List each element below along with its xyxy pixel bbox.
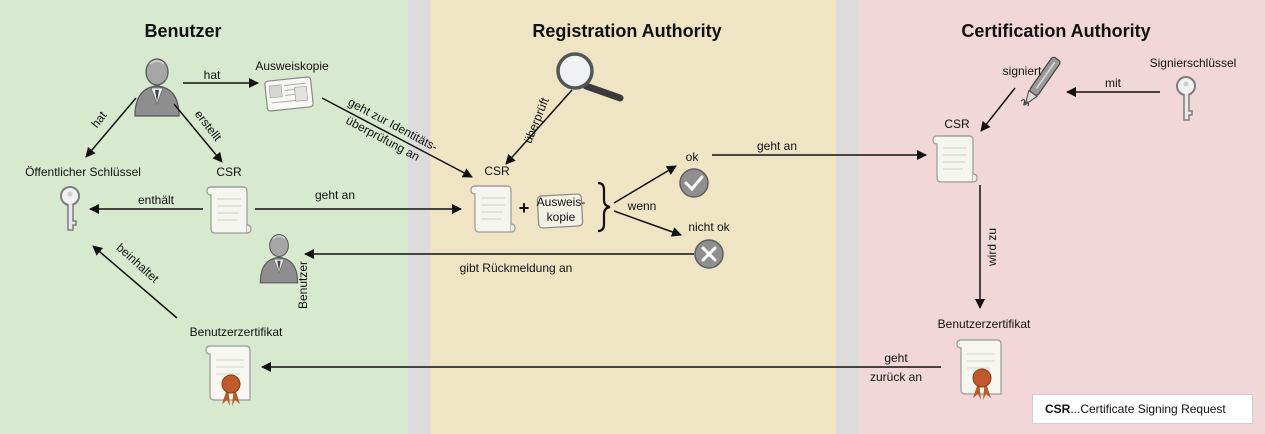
cross-circle-icon — [694, 239, 724, 269]
lane-ca — [858, 0, 1265, 434]
checkmark-circle-icon — [679, 168, 709, 198]
magnifying-glass-icon — [556, 52, 624, 102]
id-card-ra-icon — [536, 193, 584, 229]
edge-label-with: mit — [1105, 76, 1122, 90]
curly-brace — [597, 181, 611, 233]
node-public-key: Öffentlicher Schlüssel — [25, 165, 141, 179]
node-not-ok: nicht ok — [688, 220, 730, 234]
csr-ra-document-icon — [470, 185, 516, 233]
node-id-copy-ra-line1: Ausweis- — [537, 195, 586, 209]
edge-label-goes-back-line2: zurück an — [870, 370, 922, 384]
node-user-cert-ca: Benutzerzertifikat — [938, 317, 1031, 331]
id-card-icon — [264, 76, 314, 112]
csr-user-document-icon — [206, 186, 252, 234]
edge-label-sent-to-ca: geht an — [757, 139, 797, 153]
lane-title-ca: Certification Authority — [961, 21, 1150, 41]
edge-label-sent-to-ra: geht an — [315, 188, 355, 202]
edge-label-if: wenn — [627, 199, 657, 213]
node-id-copy: Ausweiskopie — [255, 59, 329, 73]
lane-separator-right — [836, 0, 858, 434]
node-csr-ca: CSR — [944, 117, 970, 131]
node-user-cert-user: Benutzerzertifikat — [190, 325, 283, 339]
legend-text: ...Certificate Signing Request — [1070, 402, 1226, 416]
certificate-seal-icon-user — [205, 345, 251, 407]
edge-label-goes-back-line1: geht — [884, 351, 908, 365]
node-id-copy-ra-line2: kopie — [547, 210, 576, 224]
lane-user — [0, 0, 408, 434]
legend-abbreviation: CSR — [1045, 402, 1071, 416]
edge-label-contains: enthält — [138, 193, 175, 207]
edge-creates — [173, 103, 223, 163]
edge-to-ok — [613, 165, 677, 204]
edge-checks — [505, 89, 573, 165]
node-csr-ra: CSR — [484, 164, 510, 178]
edge-to-not-ok — [613, 210, 682, 237]
legend-box: CSR...Certificate Signing Request — [1032, 394, 1253, 424]
edge-includes — [92, 245, 178, 319]
node-signing-key: Signierschlüssel — [1150, 56, 1237, 70]
node-ok: ok — [686, 150, 700, 164]
edge-label-feedback: gibt Rückmeldung an — [460, 261, 573, 275]
pen-scribble — [1020, 98, 1030, 107]
lane-title-ra: Registration Authority — [532, 21, 721, 41]
edge-label-becomes: wird zu — [985, 228, 999, 267]
edge-id-check — [321, 97, 473, 178]
node-csr-user: CSR — [216, 165, 242, 179]
plus-sign: + — [519, 198, 530, 218]
csr-ca-document-icon — [932, 135, 978, 183]
lane-title-user: Benutzer — [144, 21, 221, 41]
fountain-pen-icon — [1024, 56, 1061, 107]
edge-has-key — [85, 97, 137, 158]
certificate-seal-icon-ca — [956, 339, 1002, 401]
edge-signs — [980, 87, 1016, 132]
lane-separator-left — [408, 0, 430, 434]
edge-label-signs: signiert — [1003, 64, 1042, 78]
edge-label-has-id-copy: hat — [204, 68, 221, 82]
node-user-rotated: Benutzer — [296, 261, 310, 309]
